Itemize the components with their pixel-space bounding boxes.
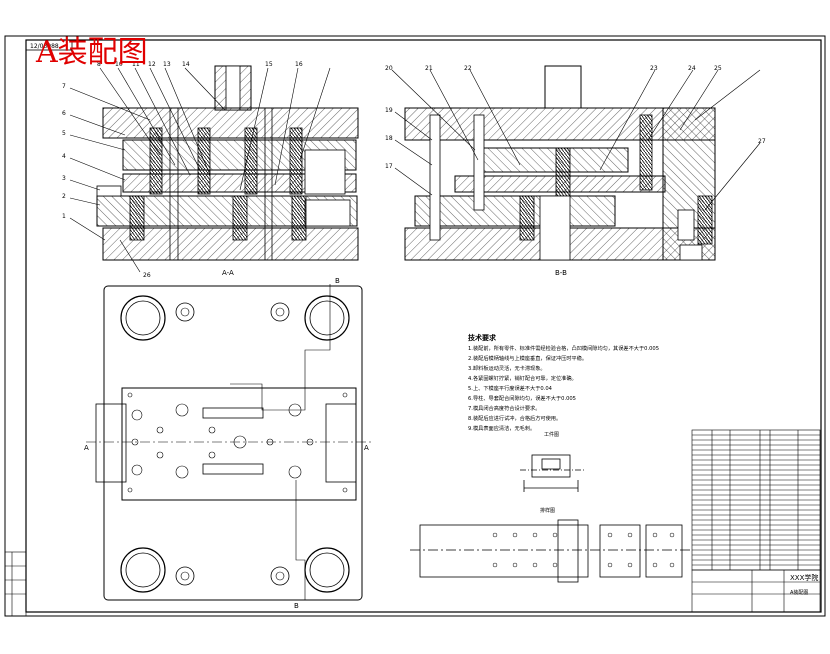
callout-5: 5 [62,130,66,137]
callout-26: 26 [143,272,151,279]
callout-17: 17 [385,163,393,170]
drawing-name: A装配图 [790,589,808,596]
callout-6: 6 [62,110,66,117]
callout-19: 19 [385,107,393,114]
section-aa-label: A-A [222,269,234,277]
callout-3: 3 [62,175,66,182]
title-block [691,569,821,613]
tech-req-line: 6.导柱、导套配合间隙均匀，误差不大于0.005 [468,394,576,402]
callout-22: 22 [464,65,472,72]
callout-14: 14 [182,61,190,68]
section-bb-view [391,65,761,261]
plan-cut-labels: B B A A [84,277,369,610]
outer-border [4,35,826,617]
technical-requirements: 技术要求 1.装配前，所有零件、标准件需经检验合格，凸凹模间隙均匀，其误差不大于… [468,333,659,432]
callout-12: 12 [148,61,156,68]
section-aa-view [69,65,359,273]
section-bb-label: B-B [555,269,567,277]
inner-frame [25,39,822,613]
callout-4: 4 [62,153,66,160]
callout-24: 24 [688,65,696,72]
tech-req-title: 技术要求 [468,333,497,342]
callout-25: 25 [714,65,722,72]
drawing-title: A装配图 [36,35,148,70]
callout-27: 27 [758,138,766,145]
tech-req-line: 1.装配前，所有零件、标准件需经检验合格，凸凹模间隙均匀，其误差不大于0.005 [468,344,659,352]
cut-a-right: A [364,444,369,452]
tech-req-line: 3.卸料板运动灵活，无卡滞现象。 [468,364,546,372]
tech-req-line: 9.模具表面应清洁，无毛刺。 [468,424,535,432]
callout-13: 13 [163,61,171,68]
bb-part-callouts: 19 18 17 20 21 22 23 24 25 27 [385,65,766,170]
workpiece-view [520,454,585,492]
cut-b-bottom: B [294,602,299,610]
callout-21: 21 [425,65,433,72]
aa-part-callouts: 7 6 5 4 3 2 1 8 10 11 12 13 14 15 16 26 [62,61,303,279]
tech-req-line: 7.模具闭合高度符合设计要求。 [468,404,540,412]
callout-2: 2 [62,193,66,200]
strip-layout-view [410,519,690,583]
callout-20: 20 [385,65,393,72]
callout-18: 18 [385,135,393,142]
callout-7: 7 [62,83,66,90]
company-name: XXX学院 [790,573,818,582]
callout-16: 16 [295,61,303,68]
sheet-code: 12/03088 [30,43,59,50]
cut-b-top: B [335,277,340,285]
callout-10: 10 [115,61,123,68]
callout-1: 1 [62,213,66,220]
tech-req-line: 4.各紧固螺钉拧紧，销钉配合可靠，定位准确。 [468,374,577,382]
sheet-code-box [25,39,73,51]
side-revision-table [4,551,27,617]
callout-23: 23 [650,65,658,72]
parts-list-table [691,429,821,571]
workpiece-label: 工件图 [544,431,559,438]
cut-a-left: A [84,444,89,452]
callout-15: 15 [265,61,273,68]
tech-req-line: 2.装配后模柄轴线与上模座垂直，保证冲压时平稳。 [468,354,587,362]
tech-req-line: 8.装配后应进行试冲，合格后方可使用。 [468,414,561,422]
layout-label: 排样图 [540,507,555,514]
callout-11: 11 [132,61,140,68]
tech-req-line: 5.上、下模座平行度误差不大于0.04 [468,384,553,392]
plan-view [86,284,372,601]
callout-8: 8 [97,61,101,68]
